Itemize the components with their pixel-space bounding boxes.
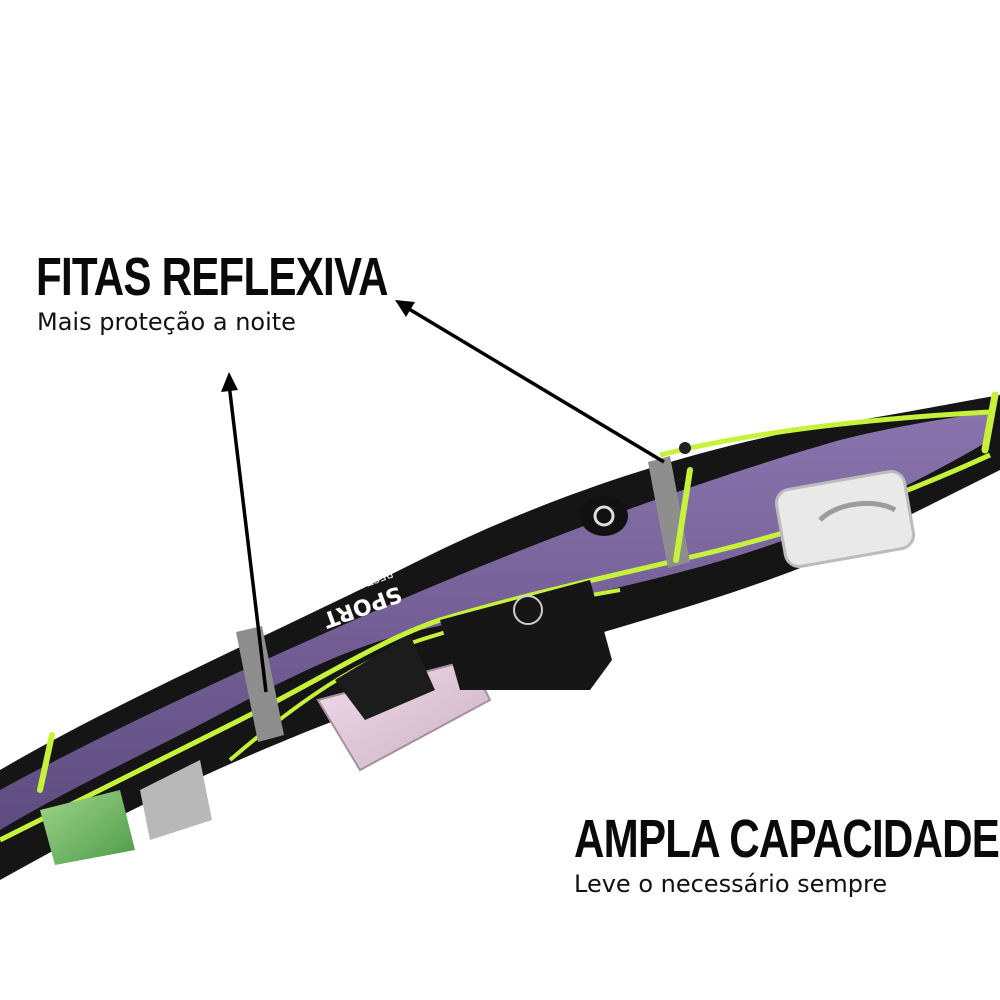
zipper-trim-top bbox=[659, 409, 991, 458]
arrow-reflective-left-head bbox=[221, 372, 238, 392]
capacity-subtitle: Leve o necessário sempre bbox=[574, 870, 888, 898]
reflective-title: FITAS REFLEXIVA bbox=[36, 247, 389, 307]
capacity-title: AMPLA CAPACIDADE bbox=[574, 809, 1000, 869]
power-bank-item bbox=[335, 635, 435, 720]
case-item bbox=[440, 580, 612, 690]
reflective-subtitle: Mais proteção a noite bbox=[37, 308, 296, 336]
arrow-reflective-right-head bbox=[395, 300, 415, 317]
earphone-case-item bbox=[774, 470, 916, 568]
reflective-strip-left bbox=[236, 626, 284, 742]
arrow-reflective-right bbox=[403, 304, 665, 464]
annotation-arrows bbox=[221, 300, 665, 693]
zipper-pulls bbox=[37, 391, 999, 793]
gum-box-item bbox=[40, 790, 135, 865]
headphone-port bbox=[580, 496, 628, 536]
arrow-reflective-left bbox=[227, 383, 268, 693]
pocket-contents bbox=[40, 470, 916, 865]
silver-item bbox=[140, 760, 212, 840]
belt-purple-body bbox=[0, 412, 990, 830]
